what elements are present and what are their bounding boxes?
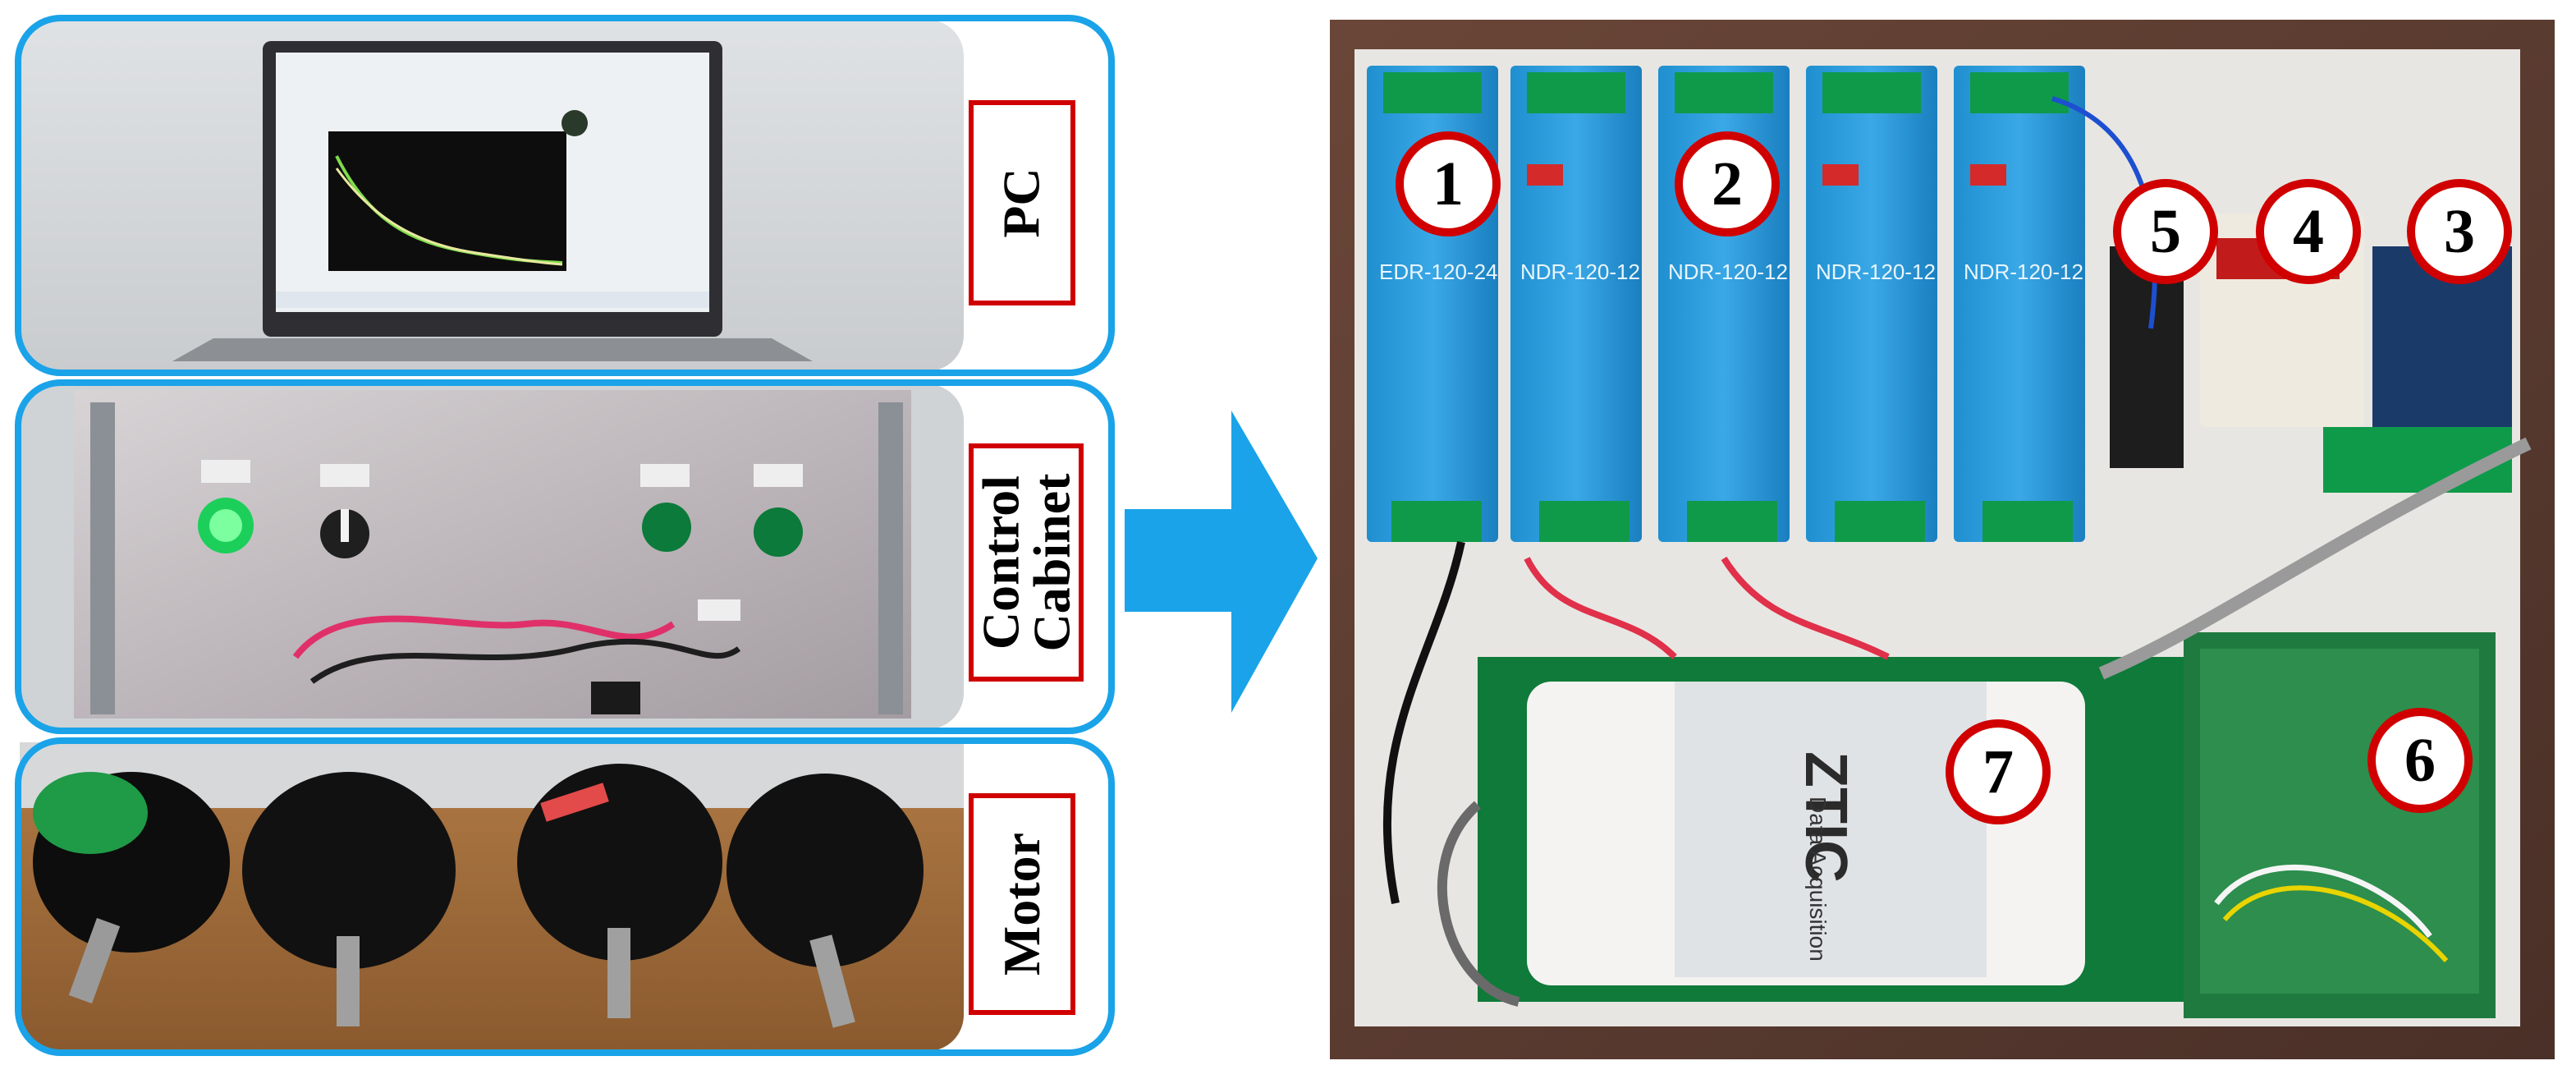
daq-logo: ZTIC <box>1793 751 1859 883</box>
control-cabinet-label-box: Control Cabinet <box>969 443 1084 682</box>
marker-3: 3 <box>2407 179 2512 284</box>
psu-model-3: NDR-120-12 <box>1668 259 1788 284</box>
pc-frame <box>15 15 1115 376</box>
test-bench-photo: EDR-120-24 NDR-120-12 NDR-120-12 NDR-120… <box>1330 20 2555 1059</box>
psu-model-1: EDR-120-24 <box>1379 259 1498 284</box>
motor-photo <box>20 742 964 1051</box>
motor-label: Motor <box>992 832 1051 976</box>
pc-photo <box>20 20 964 371</box>
psu-model-4: NDR-120-12 <box>1816 259 1936 284</box>
marker-2: 2 <box>1675 131 1780 236</box>
control-cabinet-label-line-1: Control <box>971 475 1029 650</box>
marker-5: 5 <box>2113 179 2218 284</box>
psu-model-2: NDR-120-12 <box>1520 259 1640 284</box>
marker-7: 7 <box>1946 719 2051 824</box>
marker-1: 1 <box>1396 131 1501 236</box>
control-cabinet-label: Control Cabinet <box>971 473 1080 652</box>
pc-label: PC <box>992 168 1051 238</box>
daq-subtitle: Data Acquisition <box>1805 797 1831 962</box>
control-cabinet-label-line-2: Cabinet <box>1022 473 1080 652</box>
marker-6: 6 <box>2367 708 2473 813</box>
motor-label-box: Motor <box>969 793 1075 1015</box>
psu-model-5: NDR-120-12 <box>1964 259 2083 284</box>
process-arrow <box>1125 411 1318 713</box>
marker-4: 4 <box>2256 179 2361 284</box>
pc-label-box: PC <box>969 100 1075 305</box>
control-cabinet-photo <box>20 384 964 729</box>
control-cabinet-frame <box>15 379 1115 734</box>
motor-frame <box>15 737 1115 1056</box>
